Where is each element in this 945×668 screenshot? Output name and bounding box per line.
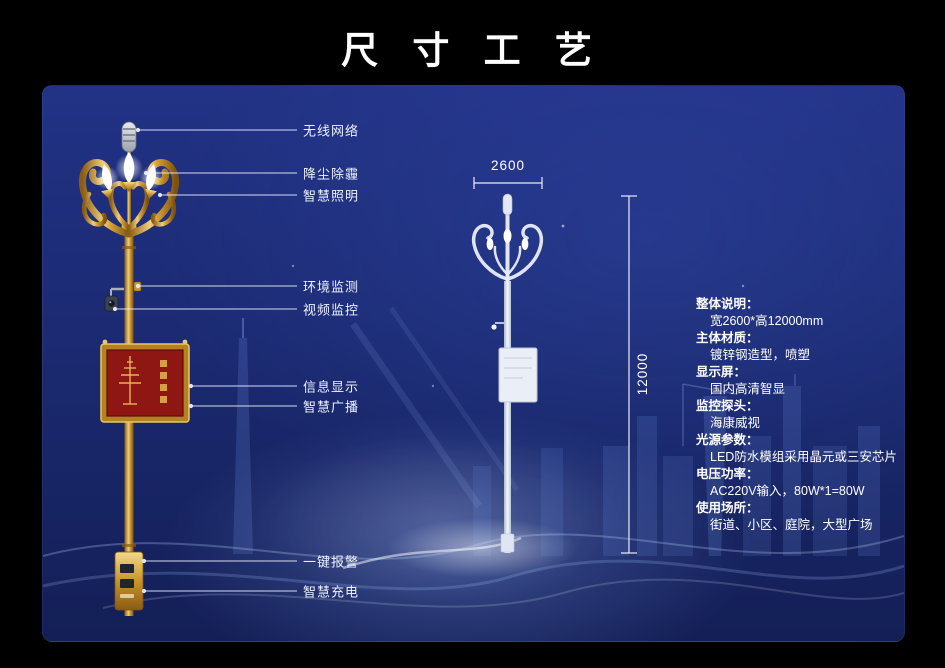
pole-label-environment-monitor: 环境监测 — [303, 279, 360, 295]
spec-usage-heading: 使用场所： — [696, 501, 759, 515]
pole-label-smart-charging: 智慧充电 — [303, 584, 360, 600]
spec-overall-heading: 整体说明： — [696, 297, 759, 311]
spec-material-heading: 主体材质： — [696, 331, 759, 345]
spec-panel: 无线网络 降尘除霾 智慧照明 环境监测 视频监控 信息显示 智慧广播 一键报警 … — [42, 85, 905, 642]
gold-lamp-pole — [124, 226, 134, 616]
spec-screen-heading: 显示屏： — [696, 365, 747, 379]
spec-camera-heading: 监控探头： — [696, 399, 759, 413]
spec-list: 整体说明： 宽2600*高12000mm 主体材质： 镀锌钢造型，喷塑 显示屏：… — [696, 296, 904, 534]
spec-lightsource-value: LED防水模组采用晶元或三安芯片 — [710, 450, 897, 464]
environment-sensor-icon — [133, 281, 142, 292]
pole-label-smart-broadcast: 智慧广播 — [303, 399, 360, 415]
spec-screen-value: 国内高清智显 — [710, 382, 786, 396]
gold-lamp-crown — [78, 159, 180, 238]
dimension-lines — [473, 177, 637, 554]
spec-camera-value: 海康威视 — [710, 416, 761, 430]
spec-material-value: 镀锌钢造型，喷塑 — [710, 348, 811, 362]
information-display-screen — [100, 339, 190, 423]
spec-overall-value: 宽2600*高12000mm — [710, 314, 824, 328]
pole-label-video-surveillance: 视频监控 — [303, 302, 360, 318]
alarm-charging-box — [114, 551, 144, 611]
outline-lamp-illustration — [471, 193, 544, 553]
cctv-camera-icon — [104, 287, 124, 312]
wifi-antenna-icon — [121, 121, 137, 234]
pole-label-one-key-alarm: 一键报警 — [303, 554, 360, 570]
lamp-lights — [95, 152, 163, 199]
width-dimension-value: 2600 — [490, 158, 526, 173]
gold-lamp-illustration — [78, 121, 190, 616]
spec-lightsource-heading: 光源参数： — [696, 433, 759, 447]
spec-power-heading: 电压功率： — [696, 467, 759, 481]
spec-usage-value: 街道、小区、庭院，大型广场 — [710, 518, 873, 532]
pole-label-info-display: 信息显示 — [303, 379, 360, 395]
pole-label-smart-lighting: 智慧照明 — [303, 188, 360, 204]
pole-label-wireless-network: 无线网络 — [303, 123, 360, 139]
height-dimension-value: 12000 — [635, 352, 650, 396]
spec-power-value: AC220V输入，80W*1=80W — [710, 484, 865, 498]
pole-label-dust-removal: 降尘除霾 — [303, 166, 360, 182]
leader-lines — [112, 127, 297, 594]
page-title: 尺 寸 工 艺 — [341, 30, 604, 71]
